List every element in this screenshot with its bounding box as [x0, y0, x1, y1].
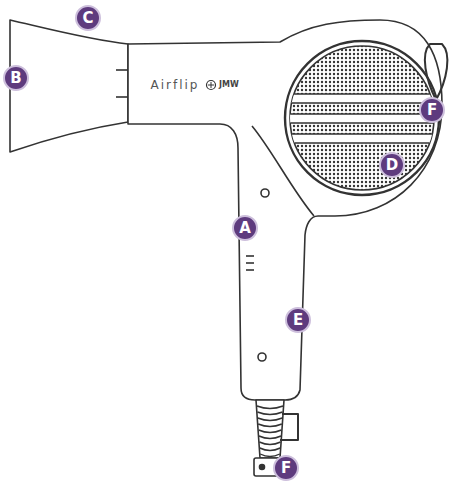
logo-mark — [208, 82, 214, 88]
switch-mark — [246, 269, 254, 271]
strain-relief — [256, 400, 284, 458]
cord-hook — [280, 414, 298, 440]
brand-logo-text: JMW — [219, 81, 239, 89]
nozzle — [10, 20, 128, 152]
callout-letter: B — [3, 65, 29, 91]
brand-name: Airflip — [151, 79, 200, 91]
callout-letter: F — [273, 455, 299, 481]
body-housing — [128, 20, 442, 400]
screw — [261, 189, 269, 197]
nozzle-slot — [116, 96, 128, 98]
cord-coils — [257, 406, 283, 457]
callout-letter: D — [379, 152, 405, 178]
hanging-loop — [425, 44, 448, 100]
switch-mark — [246, 262, 254, 264]
callout-letter: F — [419, 97, 445, 123]
nozzle-slot — [116, 69, 128, 71]
grill-bars — [285, 94, 445, 143]
plug-pin — [260, 465, 265, 470]
switch-mark — [246, 255, 254, 257]
callout-letter: E — [285, 307, 311, 333]
screw — [258, 353, 266, 361]
callout-letter: A — [232, 215, 258, 241]
logo-mark — [207, 81, 216, 90]
callout-letter: C — [75, 5, 101, 31]
